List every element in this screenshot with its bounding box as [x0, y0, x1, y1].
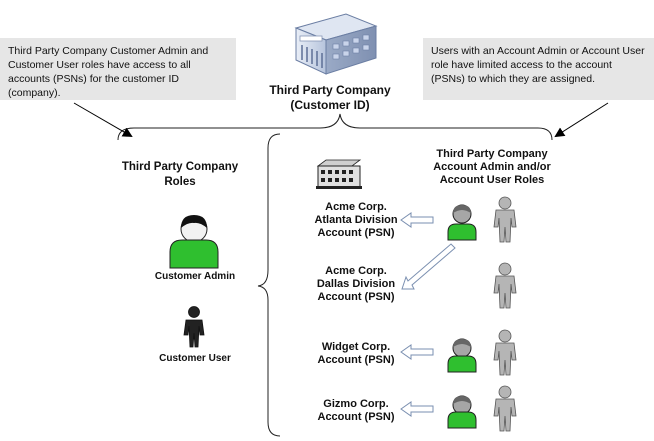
company-title: Third Party Company (Customer ID)	[255, 83, 405, 113]
account-line: Atlanta Division	[314, 214, 398, 226]
account-line: Acme Corp.	[325, 265, 387, 277]
customer-admin-icon	[169, 215, 219, 269]
left-brace	[257, 133, 281, 437]
left-roles-title-line1: Third Party Company	[121, 161, 239, 173]
right-note: Users with an Account Admin or Account U…	[423, 38, 654, 100]
company-title-line1: Third Party Company	[269, 83, 391, 97]
customer-admin-label: Customer Admin	[154, 271, 236, 282]
account-user-icons	[493, 196, 517, 432]
company-title-line2: (Customer ID)	[290, 98, 370, 112]
account-user-icon	[493, 196, 517, 243]
account-line: Account (PSN)	[317, 354, 395, 366]
right-roles-title-line1: Third Party Company	[436, 148, 548, 160]
left-note: Third Party Company Customer Admin and C…	[0, 38, 236, 100]
account-line: Dallas Division	[316, 278, 396, 290]
right-note-pointer	[554, 102, 609, 138]
left-roles-title-line2: Roles	[164, 176, 196, 188]
account-admin-icon-3	[447, 338, 477, 373]
account-line: Widget Corp.	[321, 341, 391, 353]
right-roles-title: Third Party Company Account Admin and/or…	[402, 148, 582, 187]
accounts-building-icon	[316, 159, 362, 189]
access-arrows	[400, 212, 456, 417]
access-arrow-gizmo	[400, 401, 434, 417]
account-dallas: Acme Corp. Dallas Division Account (PSN)	[296, 265, 416, 304]
account-line: Gizmo Corp.	[323, 398, 389, 410]
customer-user-label: Customer User	[159, 353, 231, 364]
account-user-icon	[493, 385, 517, 432]
right-roles-title-line3: Account User Roles	[439, 174, 545, 186]
access-arrow-atlanta	[400, 212, 434, 228]
account-line: Account (PSN)	[317, 411, 395, 423]
account-user-icon	[493, 262, 517, 309]
left-roles-title: Third Party Company Roles	[120, 160, 240, 190]
access-arrow-widget	[400, 344, 434, 360]
account-line: Account (PSN)	[317, 227, 395, 239]
account-line: Account (PSN)	[317, 291, 395, 303]
account-admin-icon-4	[447, 395, 477, 429]
company-building-icon	[294, 13, 378, 75]
account-gizmo: Gizmo Corp. Account (PSN)	[296, 398, 416, 424]
account-line: Acme Corp.	[325, 201, 387, 213]
access-arrow-dallas-diagonal	[401, 243, 456, 290]
account-widget: Widget Corp. Account (PSN)	[296, 341, 416, 367]
top-brace	[117, 113, 553, 141]
right-roles-title-line2: Account Admin and/or	[433, 161, 551, 173]
left-note-pointer	[73, 102, 133, 138]
account-atlanta: Acme Corp. Atlanta Division Account (PSN…	[296, 201, 416, 240]
customer-user-icon	[183, 306, 205, 348]
account-admin-icon-1	[447, 204, 477, 241]
account-user-icon	[493, 329, 517, 376]
